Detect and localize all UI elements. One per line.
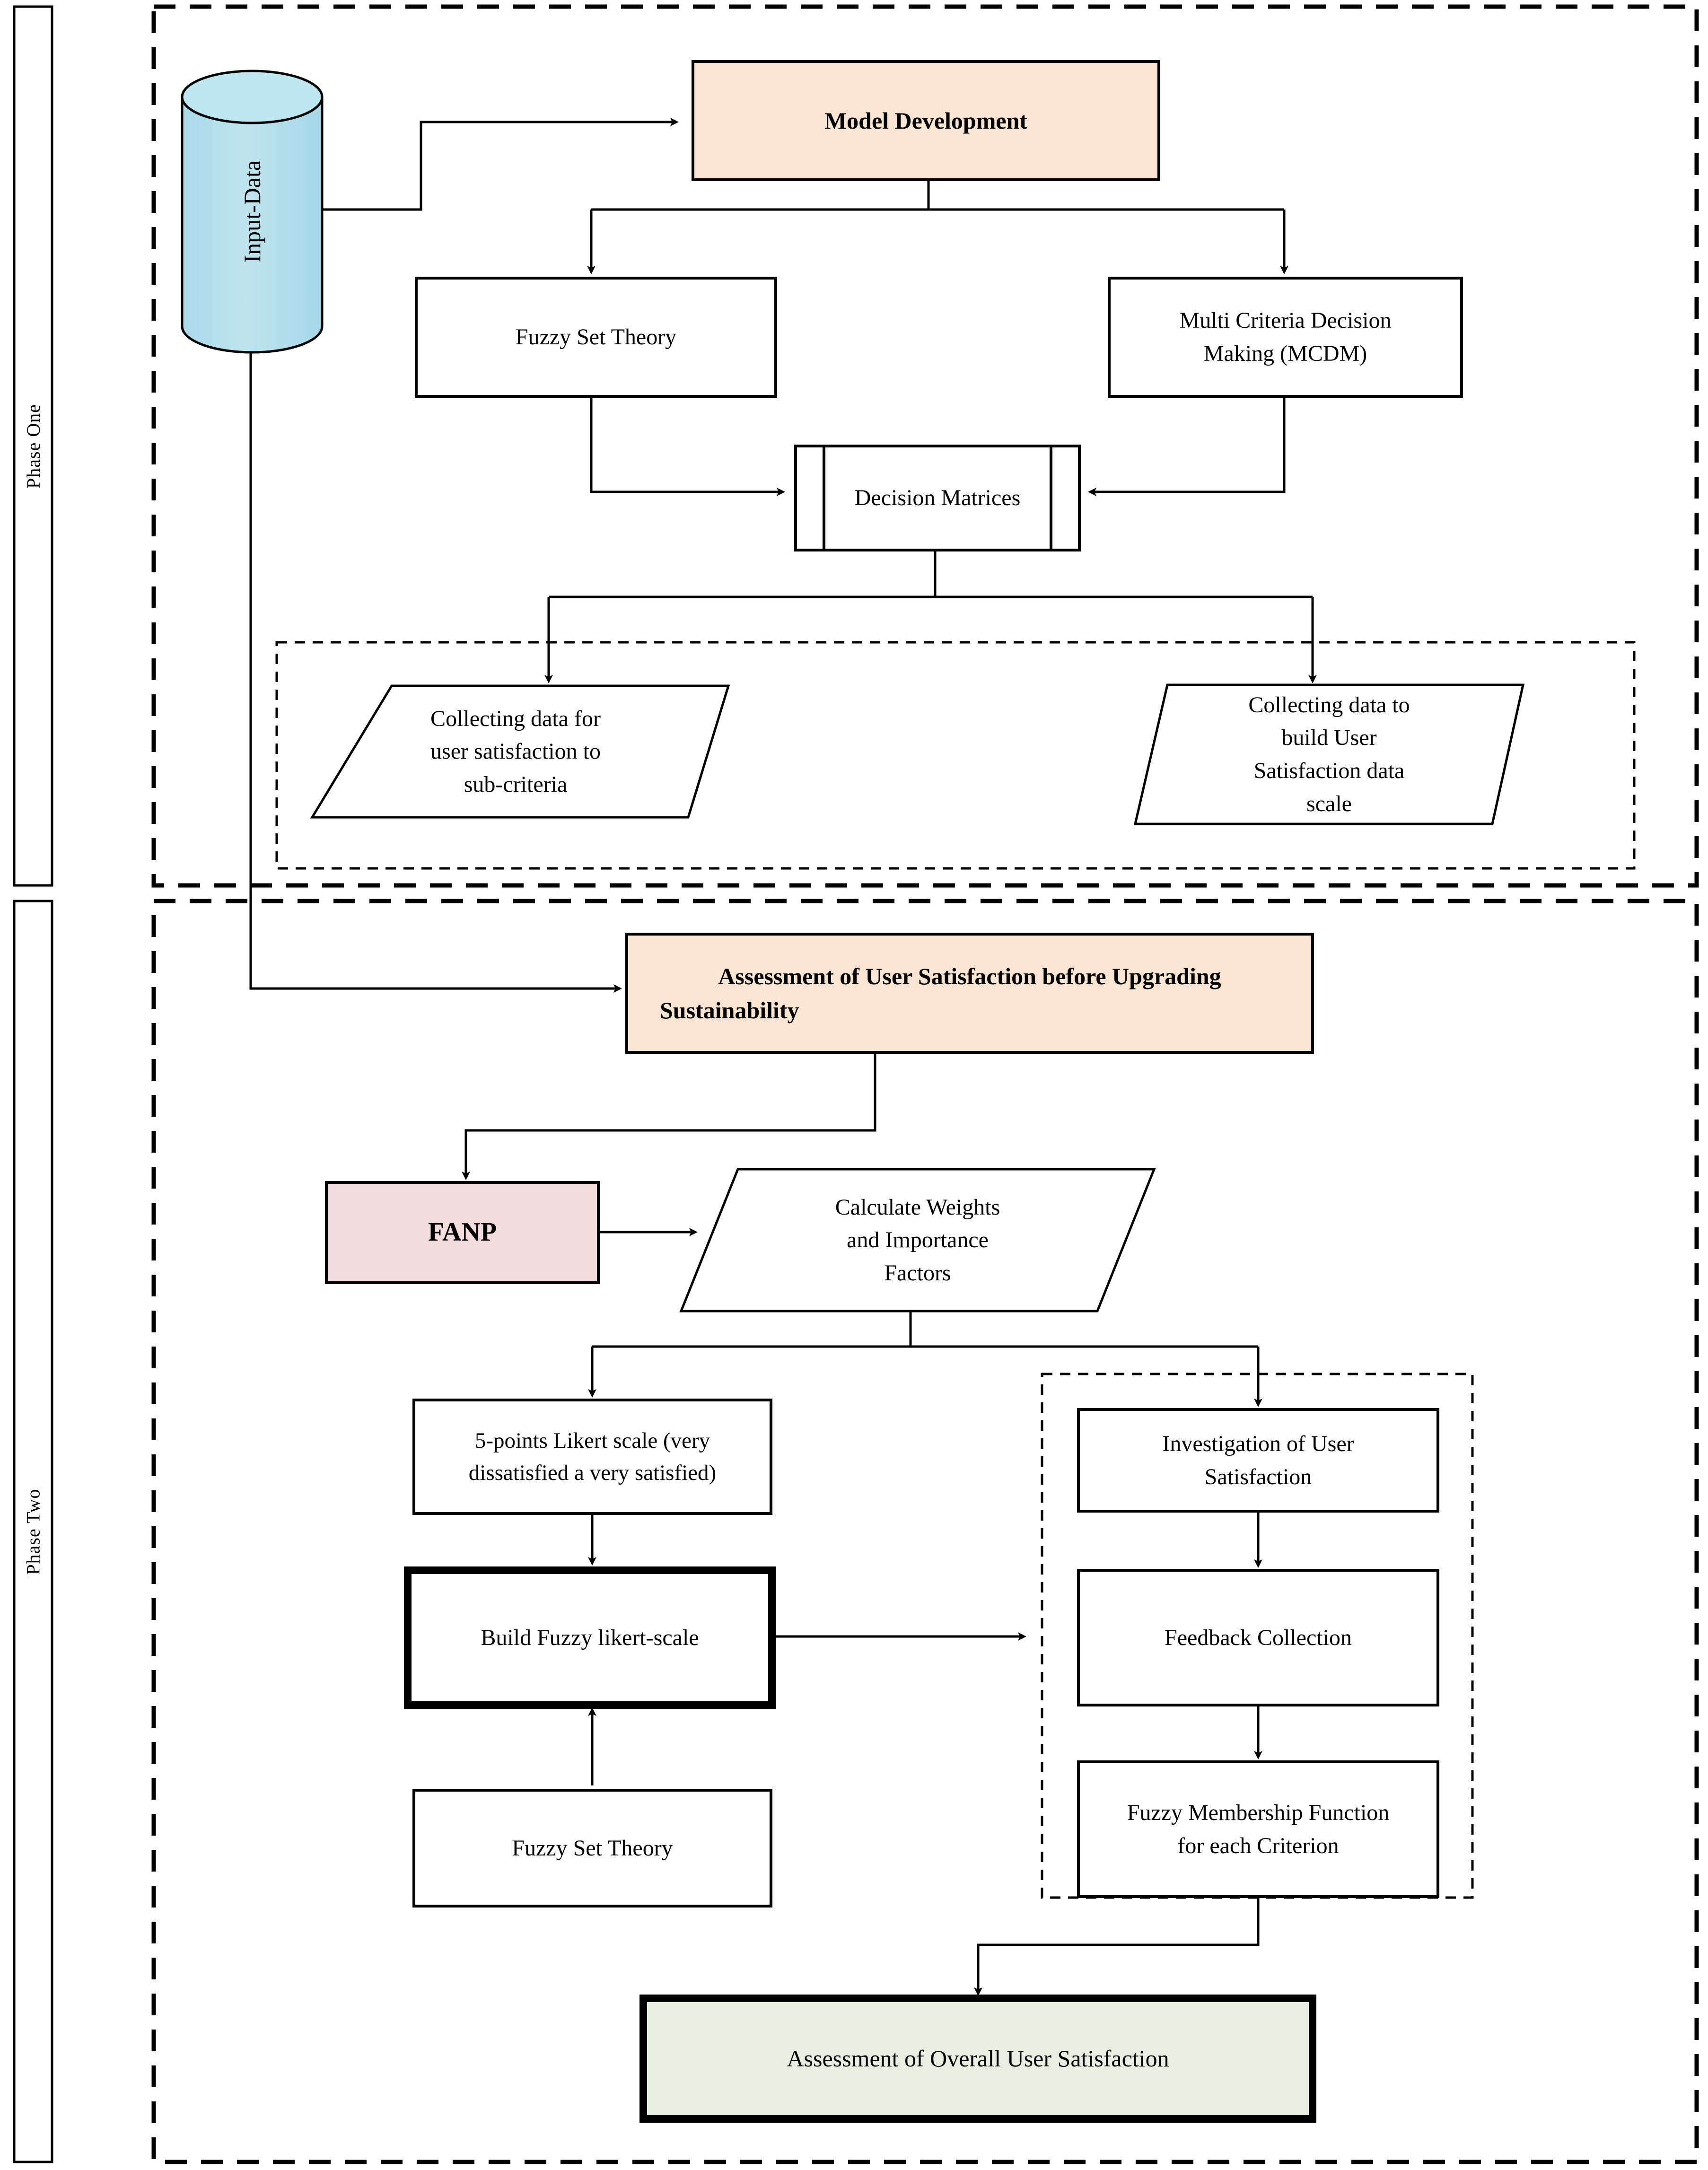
- investigation-box: [1077, 1408, 1439, 1513]
- overall-assessment-box: [639, 1995, 1316, 2123]
- decision-matrices-box: [794, 445, 1081, 551]
- phase-one-frame: [151, 4, 1699, 888]
- model-development-box: [692, 60, 1160, 181]
- build-fuzzy-likert-box: [404, 1566, 776, 1709]
- membership-function-box: [1077, 1760, 1439, 1898]
- edge-input-to-assessment: [249, 326, 622, 993]
- edge-assessment-to-fanp: [462, 1052, 876, 1180]
- fuzzy-set-theory-1-box: [415, 277, 777, 398]
- collect-scale-shape: [1133, 683, 1525, 825]
- edge-input-to-model: [322, 118, 679, 211]
- collect-subcriteria-shape: [310, 684, 730, 819]
- calculate-weights-shape: [679, 1168, 1156, 1312]
- phase-two-label-frame: [13, 900, 53, 2163]
- phase-one-label-text: Phase One: [22, 403, 44, 489]
- phase-two-label-text: Phase Two: [22, 1488, 44, 1575]
- phase-one-label-frame: [13, 5, 53, 887]
- assessment-before-box: [625, 933, 1314, 1054]
- feedback-collection-box: [1077, 1569, 1439, 1706]
- mcdm-box: [1108, 277, 1463, 398]
- edge-group-to-overall: [974, 1898, 1260, 1996]
- phase-two-frame: [151, 899, 1699, 2164]
- fuzzy-set-theory-2-box: [412, 1789, 772, 1908]
- edge-fuzzy1-to-matrices: [590, 396, 785, 496]
- phase-two-label: Phase Two: [14, 901, 52, 2162]
- likert-scale-box: [412, 1399, 772, 1515]
- input-data-cylinder: [181, 70, 324, 354]
- edge-mcdm-to-matrices: [1088, 396, 1286, 496]
- phase-one-label: Phase One: [14, 7, 52, 885]
- fanp-box: [325, 1181, 600, 1284]
